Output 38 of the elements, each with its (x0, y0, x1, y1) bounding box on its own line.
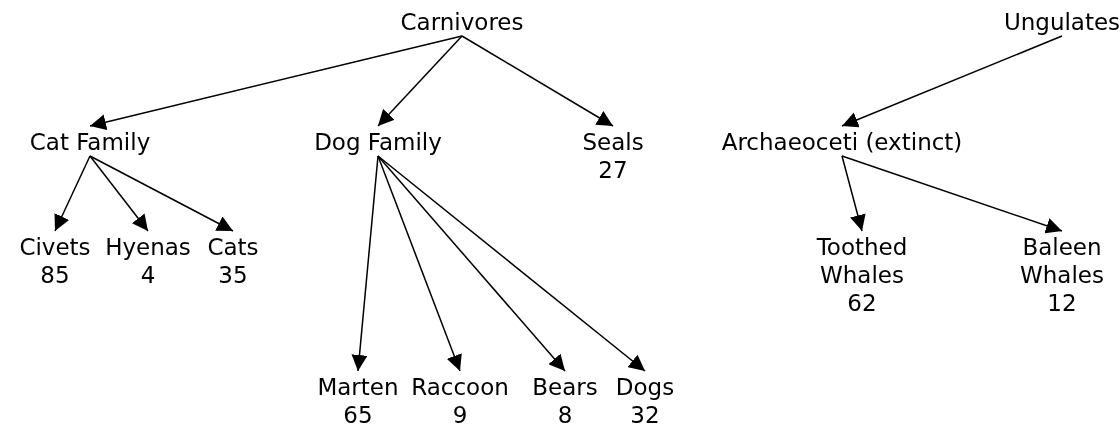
arrow (351, 155, 379, 372)
taxon-label: Seals (582, 128, 644, 156)
count-label: 65 (343, 401, 373, 429)
taxon-label: Baleen Whales (1019, 233, 1105, 289)
taxon-label: Cats (207, 233, 259, 261)
count-label: 62 (847, 289, 877, 317)
arrow (841, 35, 1063, 128)
arrow (377, 155, 646, 372)
arrow (377, 155, 566, 372)
taxon-label: Raccoon (411, 373, 509, 401)
taxon-label: Marten (317, 373, 399, 401)
count-label: 12 (1047, 289, 1077, 317)
taxon-label: Civets (19, 233, 91, 261)
count-label: 27 (598, 156, 628, 184)
taxon-label: Archaeoceti (extinct) (721, 128, 963, 156)
arrow (461, 35, 614, 127)
arrow (841, 155, 866, 232)
arrow (377, 35, 463, 127)
taxon-label: Carnivores (400, 8, 524, 36)
taxon-label: Toothed Whales (815, 233, 909, 289)
arrow (377, 155, 462, 372)
count-label: 85 (40, 261, 70, 289)
taxon-label: Ungulates (1003, 8, 1120, 36)
taxon-label: Dogs (615, 373, 675, 401)
count-label: 8 (557, 401, 573, 429)
taxon-label: Dog Family (314, 128, 442, 156)
arrow (54, 155, 91, 232)
arrow (89, 155, 149, 232)
count-label: 9 (452, 401, 468, 429)
count-label: 4 (140, 261, 156, 289)
taxon-label: Bears (532, 373, 598, 401)
taxon-label: Cat Family (29, 128, 151, 156)
arrow (841, 155, 1063, 234)
taxon-label: Hyenas (105, 233, 191, 261)
arrow (89, 35, 463, 130)
count-label: 32 (630, 401, 660, 429)
arrow (89, 155, 234, 232)
count-label: 35 (218, 261, 248, 289)
